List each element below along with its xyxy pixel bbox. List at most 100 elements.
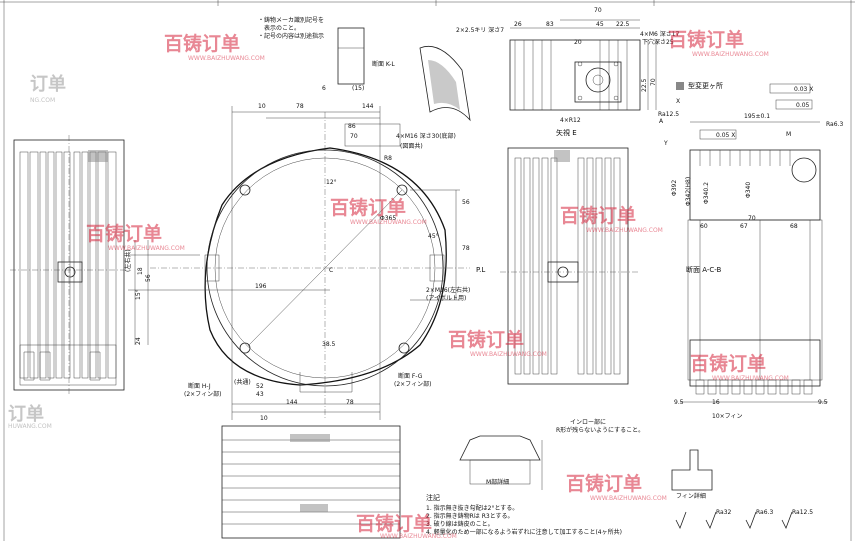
label-y: Y [663, 140, 668, 147]
dim-78-top: 78 [296, 103, 304, 110]
watermark-2: 百铸订单 WWW.BAIZHUWANG.COM [668, 28, 769, 58]
dim-43: 78 [346, 399, 354, 406]
dim-70-side: 70 [650, 78, 657, 86]
svg-text:百铸订单: 百铸订单 [560, 204, 636, 227]
svg-text:百铸订单: 百铸订单 [356, 512, 432, 535]
note-top-1: ・鋳物メーカ識別記号を [258, 16, 324, 24]
center-c-label: C [329, 267, 333, 274]
tapped-m6: 4×M6 深さ17 [640, 30, 680, 38]
dim-86: 86 [348, 123, 356, 130]
dim-40: (左右共) [124, 249, 132, 272]
svg-text:WWW.BAIZHUWANG.COM: WWW.BAIZHUWANG.COM [380, 533, 457, 540]
watermark-8: 百铸订单 WWW.BAIZHUWANG.COM [566, 472, 667, 502]
dim-56-right: 56 [462, 199, 470, 206]
ra-12-5: Ra12.5 [792, 509, 813, 516]
svg-text:WWW.BAIZHUWANG.COM: WWW.BAIZHUWANG.COM [108, 245, 185, 252]
dim-68: 68 [790, 223, 798, 230]
dim-52: 144 [286, 399, 298, 406]
view-e: 矢視 E [500, 128, 640, 385]
left-dimensions: (左右共) 18 56 15° 24 [124, 240, 200, 345]
tapped-holes-callout: 4×M16 深さ30(底部) [396, 132, 456, 140]
dim-left-right: 56 [145, 274, 152, 282]
roughness-12-5: Ra12.5 [658, 111, 679, 118]
label-x: X [676, 98, 680, 105]
fin-row-view: 9.5 16 9.5 10×フィン [674, 339, 828, 420]
svg-text:百铸订单: 百铸订单 [566, 472, 642, 495]
dim-60: 60 [700, 223, 708, 230]
note-1: 1. 指示無き抜き勾配は2°とする。 [426, 504, 518, 512]
notes-title: 注記 [426, 493, 440, 502]
label-a: A [659, 118, 664, 125]
dim-9-5-right: 9.5 [818, 399, 828, 406]
dim-38-5: 52 [256, 383, 264, 390]
svg-text:百铸订单: 百铸订单 [164, 32, 240, 55]
svg-text:百铸订单: 百铸订单 [86, 222, 162, 245]
svg-text:百铸订单: 百铸订单 [448, 328, 524, 351]
bottom-fin-section [221, 425, 401, 539]
top-flange-view: 2×2.5キリ 深さ7 26 83 70 45 22.5 20 4×M6 深さ1… [456, 7, 680, 124]
label-m: M [786, 131, 791, 138]
watermark-5: 百铸订单 WWW.BAIZHUWANG.COM [86, 222, 185, 252]
dim-22-5-top: 22.5 [616, 21, 630, 28]
ra-32: Ra32 [716, 509, 732, 516]
watermark-1: 百铸订单 WWW.BAIZHUWANG.COM [164, 32, 265, 62]
svg-text:订单: 订单 [30, 73, 66, 95]
inro-note-2: R形が残らないようにすること。 [556, 426, 644, 434]
section-e-title: 矢視 E [556, 128, 577, 137]
dim-144-bottom: 10 [260, 415, 268, 422]
dim-67: 67 [740, 223, 748, 230]
dim-144-top: 144 [362, 103, 374, 110]
svg-text:WWW.BAIZHUWANG.COM: WWW.BAIZHUWANG.COM [350, 219, 427, 226]
watermark-7: 百铸订单 WWW.BAIZHUWANG.COM [690, 352, 789, 382]
ra-6-3: Ra6.3 [756, 509, 773, 516]
svg-text:百铸订单: 百铸订单 [330, 196, 406, 219]
roughness-legend: Ra32 Ra6.3 Ra12.5 [675, 509, 813, 529]
section-kl-title: 断面 K-L [372, 60, 395, 68]
inro-note-1: インロー部に [570, 418, 606, 426]
eyebolt-sub: (アイボルト用) [426, 294, 466, 302]
watermark-3: 百铸订单 WWW.BAIZHUWANG.COM [330, 196, 427, 226]
note-top-2: 表示のこと。 [264, 24, 300, 32]
dim-195: 195±0.1 [744, 113, 770, 120]
watermark-9: 百铸订单 WWW.BAIZHUWANG.COM [356, 512, 457, 540]
note-2: 2. 指示無き鋳物Rは R3とする。 [426, 512, 514, 520]
note-4: 4. 軽量化のため一部になるよう岩ずれに注意して加工すること(4ヶ所共) [426, 528, 622, 536]
section-acb-title: 断面 A-C-B [686, 265, 722, 274]
dim-70-top: 70 [594, 7, 602, 14]
gdt-0-03: 0.03 X [794, 86, 813, 93]
section-hj-sub: (2×フィン部) [184, 390, 221, 398]
dia-342: Φ342(H8) [685, 177, 692, 206]
gdt-0-05: 0.05 [796, 102, 810, 109]
svg-text:WWW.BAIZHUWANG.COM: WWW.BAIZHUWANG.COM [712, 375, 789, 382]
watermark-4: 百铸订单 WWW.BAIZHUWANG.COM [560, 204, 663, 234]
dia-340-2: Φ340.2 [703, 182, 710, 204]
svg-text:WWW.BAIZHUWANG.COM: WWW.BAIZHUWANG.COM [590, 495, 667, 502]
dim-drill: 2×2.5キリ 深さ7 [456, 26, 504, 34]
dim-70: 70 [350, 133, 358, 140]
dim-24: (共通) [234, 378, 251, 386]
svg-text:WWW.BAIZHUWANG.COM: WWW.BAIZHUWANG.COM [470, 351, 547, 358]
dia-365: Φ365 [380, 215, 396, 222]
angle-15: 38.5 [322, 341, 336, 348]
dim-r12: 4×R12 [560, 117, 581, 124]
dia-392: Φ392 [671, 180, 678, 196]
dim-common: 43 [256, 391, 264, 398]
dim-10-top: 10 [258, 103, 266, 110]
dim-78-right: 78 [462, 245, 470, 252]
watermark-6: 百铸订单 WWW.BAIZHUWANG.COM [448, 328, 547, 358]
dim-83: 83 [546, 21, 554, 28]
left-fin-side-view [10, 135, 128, 395]
dim-6: 6 [322, 85, 326, 92]
gdt-0-05-x: 0.05 X [716, 132, 735, 139]
legend-casting-change: 型変更ヶ所 [688, 81, 723, 90]
svg-text:百铸订单: 百铸订单 [668, 28, 744, 51]
svg-text:百铸订单: 百铸订单 [690, 352, 766, 375]
fin-detail-title: フィン詳細 [676, 492, 706, 500]
dim-45: 45 [596, 21, 604, 28]
svg-text:HUWANG.COM: HUWANG.COM [8, 423, 52, 430]
note-top-3: ・記号の内容は別途指示 [258, 32, 324, 40]
angle-12: 12° [326, 179, 337, 186]
dim-18: 15° [135, 289, 142, 300]
section-hj-title: 断面 H-J [188, 382, 211, 390]
